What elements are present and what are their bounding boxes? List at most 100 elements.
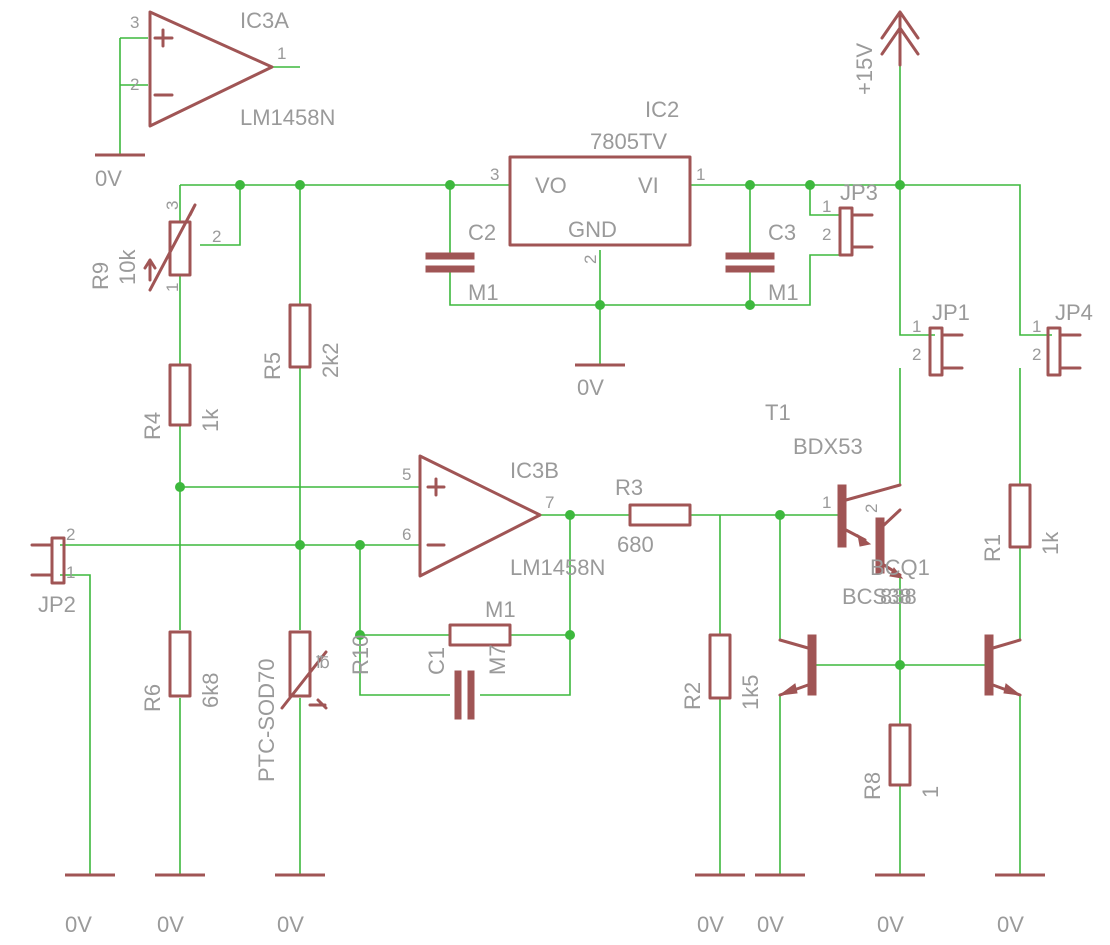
resistor-r10: R10 M1 M7: [348, 597, 516, 675]
svg-text:LM1458N: LM1458N: [510, 555, 605, 580]
svg-text:C3: C3: [768, 220, 796, 245]
svg-text:0V: 0V: [877, 912, 904, 937]
svg-text:LM1458N: LM1458N: [240, 105, 335, 130]
svg-text:0V: 0V: [577, 375, 604, 400]
ic3a: 3 2 1 IC3A LM1458N: [130, 8, 335, 130]
svg-text:6k8: 6k8: [198, 673, 223, 708]
svg-text:R8: R8: [860, 772, 885, 800]
svg-text:838: 838: [880, 584, 917, 609]
capacitor-c2: C2 M1: [425, 220, 499, 305]
svg-text:0V: 0V: [65, 912, 92, 937]
svg-text:IC3B: IC3B: [510, 458, 559, 483]
jumper-jp3: 1 2 JP3: [822, 180, 878, 257]
supply-15v: +15V: [852, 10, 920, 95]
svg-text:3: 3: [490, 165, 499, 184]
jumper-jp1: 1 2 JP1: [912, 300, 970, 377]
svg-text:2: 2: [581, 255, 600, 264]
svg-text:1: 1: [822, 197, 831, 216]
svg-text:JP1: JP1: [932, 300, 970, 325]
svg-text:C2: C2: [468, 220, 496, 245]
svg-text:1k: 1k: [198, 408, 223, 432]
svg-text:1: 1: [163, 283, 182, 292]
svg-text:M7: M7: [485, 644, 510, 675]
svg-text:3: 3: [130, 13, 139, 32]
svg-text:1: 1: [1032, 317, 1041, 336]
svg-text:T1: T1: [765, 400, 791, 425]
svg-text:℔: ℔: [316, 653, 330, 672]
svg-text:VO: VO: [535, 173, 567, 198]
svg-text:680: 680: [617, 532, 654, 557]
svg-text:0V: 0V: [997, 912, 1024, 937]
svg-text:1k5: 1k5: [738, 675, 763, 710]
svg-text:R2: R2: [680, 682, 705, 710]
svg-text:2: 2: [1032, 345, 1041, 364]
svg-text:VI: VI: [638, 173, 659, 198]
svg-text:0V: 0V: [697, 912, 724, 937]
resistor-r2: R2 1k5: [680, 633, 763, 710]
svg-text:0V: 0V: [757, 912, 784, 937]
svg-text:PTC-SOD70: PTC-SOD70: [254, 659, 279, 782]
svg-text:2: 2: [66, 525, 75, 544]
capacitor-c1: C1: [424, 647, 475, 720]
svg-text:M1: M1: [468, 280, 499, 305]
svg-text:GND: GND: [568, 217, 617, 242]
svg-text:+15V: +15V: [852, 43, 877, 95]
svg-text:BCS38: BCS38: [842, 584, 912, 609]
svg-text:R1: R1: [980, 534, 1005, 562]
svg-text:2: 2: [130, 75, 139, 94]
svg-text:R6: R6: [140, 684, 165, 712]
svg-text:10k: 10k: [115, 249, 140, 285]
svg-text:2: 2: [862, 504, 881, 513]
svg-text:BDX53: BDX53: [793, 434, 863, 459]
jumper-jp2: 2 1 JP2: [30, 525, 76, 617]
svg-text:1: 1: [918, 786, 943, 798]
svg-text:5: 5: [402, 465, 411, 484]
svg-text:7805TV: 7805TV: [590, 129, 667, 154]
svg-text:2k2: 2k2: [318, 343, 343, 378]
svg-text:M1: M1: [485, 597, 516, 622]
svg-text:1: 1: [696, 165, 705, 184]
ic3b: 5 6 7 IC3B LM1458N: [402, 454, 605, 580]
svg-text:1: 1: [66, 563, 75, 582]
transistor-q-left: [778, 634, 817, 697]
svg-text:3: 3: [163, 201, 182, 210]
svg-text:IC3A: IC3A: [240, 8, 289, 33]
potentiometer-r9: 3 2 1 R9 10k: [88, 201, 221, 292]
jumper-jp4: 1 2 JP4: [1032, 300, 1093, 377]
svg-text:R3: R3: [615, 475, 643, 500]
junctions: [175, 180, 905, 670]
svg-text:M1: M1: [768, 280, 799, 305]
svg-text:JP4: JP4: [1055, 300, 1093, 325]
svg-text:R9: R9: [88, 262, 113, 290]
transistor-t1: 1 2 T1 BDX53 BCQ1 BCS38 838: [765, 400, 930, 609]
resistor-r5: R5 2k2: [260, 303, 343, 380]
svg-text:7: 7: [545, 493, 554, 512]
resistor-r8: R8 1: [860, 723, 943, 800]
svg-text:2: 2: [212, 227, 221, 246]
resistor-r4: R4 1k: [140, 363, 223, 440]
svg-text:1: 1: [822, 493, 831, 512]
ground-symbols: [65, 153, 1045, 877]
transistor-q-right: [984, 634, 1022, 697]
svg-text:BCQ1: BCQ1: [870, 555, 930, 580]
svg-text:0V: 0V: [95, 166, 122, 191]
svg-text:2: 2: [822, 225, 831, 244]
svg-text:JP2: JP2: [38, 592, 76, 617]
capacitor-c3: C3 M1: [725, 220, 799, 305]
svg-text:1k: 1k: [1038, 531, 1063, 555]
svg-text:2: 2: [912, 345, 921, 364]
svg-text:R10: R10: [348, 635, 373, 675]
ptc-thermistor: ℔ PTC-SOD70: [254, 630, 330, 782]
resistor-r1: R1 1k: [980, 483, 1063, 562]
wires: [60, 37, 1052, 875]
svg-text:0V: 0V: [277, 912, 304, 937]
ic2-regulator: VO VI GND 3 1 2 IC2 7805TV: [490, 97, 705, 264]
svg-text:IC2: IC2: [645, 97, 679, 122]
svg-text:6: 6: [402, 525, 411, 544]
svg-text:0V: 0V: [157, 912, 184, 937]
svg-text:R5: R5: [260, 352, 285, 380]
svg-text:C1: C1: [424, 647, 449, 675]
svg-text:1: 1: [912, 317, 921, 336]
resistor-r6: R6 6k8: [140, 630, 223, 712]
